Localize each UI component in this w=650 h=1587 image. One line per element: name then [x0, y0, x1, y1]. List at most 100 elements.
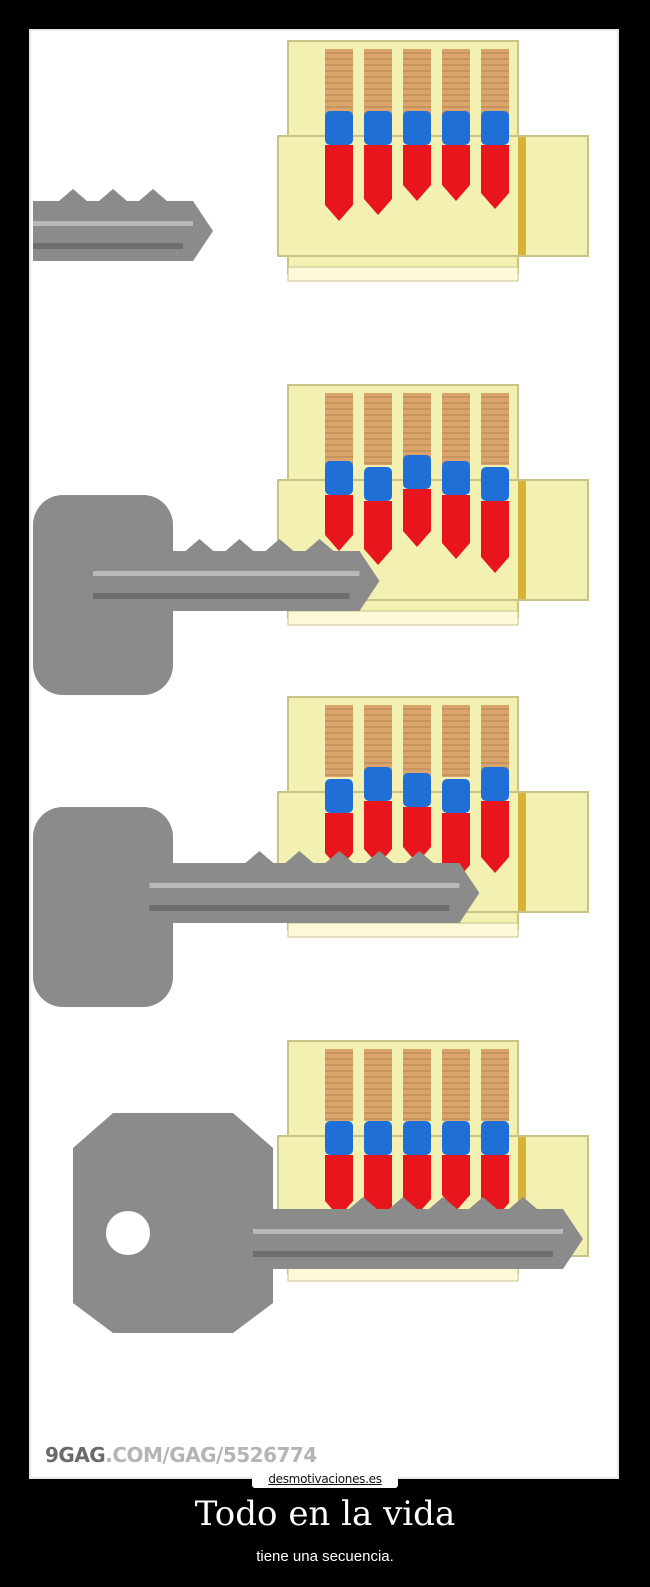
lock-base — [287, 1266, 519, 1282]
pin-spring — [325, 49, 353, 121]
key-tooth — [99, 189, 127, 201]
key-pin — [325, 495, 353, 551]
pin-spring — [442, 705, 470, 777]
key-tooth — [245, 851, 274, 863]
key-tooth — [265, 539, 294, 551]
key — [73, 1113, 583, 1333]
shear-line-trim — [518, 1137, 526, 1255]
key — [33, 495, 380, 695]
driver-pin — [364, 467, 392, 501]
lock-base — [287, 610, 519, 626]
pin-spring — [325, 1049, 353, 1121]
pin-spring — [481, 49, 509, 121]
key-pin — [442, 145, 470, 201]
key-tooth — [365, 851, 394, 863]
driver-pin — [403, 1121, 431, 1155]
key-tooth — [185, 539, 214, 551]
key-groove-dark — [253, 1251, 553, 1257]
key-pin — [403, 489, 431, 547]
pin-spring — [481, 1049, 509, 1121]
lock-sequence-illustration — [33, 40, 589, 1333]
key-groove — [33, 221, 193, 226]
pin-spring — [364, 1049, 392, 1121]
pin-spring — [442, 49, 470, 121]
pin-spring — [325, 393, 353, 465]
lock-base — [287, 266, 519, 282]
pin-spring — [364, 49, 392, 121]
pin-spring — [481, 393, 509, 465]
driver-pin — [364, 767, 392, 801]
key-tooth — [285, 851, 314, 863]
driver-pin — [442, 1121, 470, 1155]
lock-cylinder — [277, 135, 589, 257]
key-groove-dark — [33, 243, 183, 249]
key-pin — [364, 501, 392, 565]
key-blade — [149, 863, 480, 923]
driver-pin — [364, 111, 392, 145]
key-groove — [253, 1229, 563, 1234]
pin-spring — [403, 49, 431, 121]
driver-pin — [325, 111, 353, 145]
key-tooth — [325, 851, 354, 863]
lock-panel-3 — [33, 696, 589, 1007]
watermark-path: .COM/GAG/5526774 — [105, 1443, 317, 1467]
driver-pin — [481, 467, 509, 501]
driver-pin — [325, 1121, 353, 1155]
driver-pin — [481, 111, 509, 145]
key-bow — [73, 1113, 273, 1333]
key-tooth — [429, 1197, 457, 1209]
key-pin — [403, 145, 431, 201]
watermark: 9GAG.COM/GAG/5526774 — [45, 1443, 317, 1467]
key-groove — [93, 571, 360, 576]
watermark-brand: 9GAG — [45, 1443, 106, 1467]
key-tooth — [305, 539, 334, 551]
pin-spring — [403, 1049, 431, 1121]
pin-spring — [403, 705, 431, 777]
driver-pin — [442, 779, 470, 813]
shear-line-trim — [518, 793, 526, 911]
site-badge[interactable]: desmotivaciones.es — [252, 1470, 398, 1488]
key-pin — [364, 801, 392, 865]
key-bow — [33, 807, 173, 1007]
driver-pin — [481, 767, 509, 801]
key-tooth — [225, 539, 254, 551]
key-pin — [325, 145, 353, 221]
key — [33, 807, 480, 1007]
driver-pin — [325, 779, 353, 813]
key-pin — [325, 1155, 353, 1217]
key-tooth — [405, 851, 434, 863]
shear-line-trim — [518, 137, 526, 255]
key-ring-hole — [106, 1211, 150, 1255]
key-pin — [481, 501, 509, 573]
key-blade — [93, 551, 380, 611]
key-pin — [442, 1155, 470, 1211]
pin-spring — [481, 705, 509, 777]
key-tooth — [389, 1197, 417, 1209]
lock-panel-2 — [33, 384, 589, 695]
key-pin — [325, 813, 353, 869]
key-tooth — [349, 1197, 377, 1209]
key-pin — [364, 145, 392, 215]
driver-pin — [403, 455, 431, 489]
key-groove-dark — [93, 593, 350, 599]
key-pin — [403, 807, 431, 863]
driver-pin — [403, 111, 431, 145]
key-groove-dark — [149, 905, 450, 911]
lock-panel-4 — [73, 1040, 589, 1333]
key-pin — [481, 145, 509, 209]
key-pin — [403, 1155, 431, 1215]
pin-spring — [403, 393, 431, 465]
driver-pin — [364, 1121, 392, 1155]
key-pin — [442, 495, 470, 559]
driver-pin — [442, 461, 470, 495]
poster-frame: 9GAG.COM/GAG/5526774 — [29, 29, 619, 1479]
shear-line-trim — [518, 481, 526, 599]
caption-title: Todo en la vida — [194, 1494, 456, 1534]
key-blade — [33, 201, 213, 261]
key-tooth — [145, 539, 174, 551]
pin-spring — [442, 1049, 470, 1121]
pin-spring — [442, 393, 470, 465]
lock-base — [287, 922, 519, 938]
key-groove — [149, 883, 460, 888]
driver-pin — [442, 111, 470, 145]
